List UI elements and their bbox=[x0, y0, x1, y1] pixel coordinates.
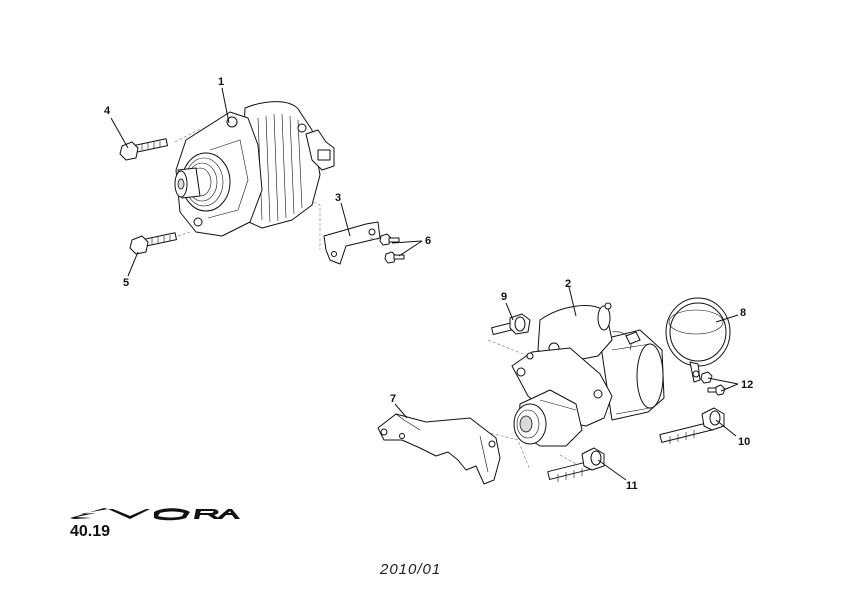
callout-2: 2 bbox=[565, 278, 571, 290]
callout-8: 8 bbox=[740, 307, 746, 319]
evora-logo bbox=[70, 508, 240, 521]
bolt-10-part bbox=[659, 407, 725, 444]
bolt-4-part bbox=[119, 138, 168, 161]
callout-3: 3 bbox=[335, 192, 341, 204]
page-number: 40.19 bbox=[70, 523, 111, 540]
leader-lines bbox=[110, 87, 739, 481]
callout-labels: 1 2 3 4 5 6 7 8 9 10 11 12 bbox=[104, 76, 753, 492]
callout-6: 6 bbox=[425, 235, 431, 247]
alternator-part bbox=[174, 101, 335, 250]
clamp-band-8-part bbox=[665, 297, 731, 383]
callout-10: 10 bbox=[738, 436, 750, 448]
bracket-7-part bbox=[377, 413, 501, 485]
bolt-11-part bbox=[547, 447, 605, 482]
starter-motor-part bbox=[485, 302, 665, 471]
screws-12-part bbox=[700, 371, 726, 396]
callout-11: 11 bbox=[626, 480, 638, 492]
bracket-3-part bbox=[323, 221, 381, 265]
callout-1: 1 bbox=[218, 76, 224, 88]
bolt-9-part bbox=[491, 313, 531, 336]
callout-7: 7 bbox=[390, 393, 396, 405]
callout-4: 4 bbox=[104, 105, 111, 117]
bolt-5-part bbox=[129, 232, 177, 255]
callout-12: 12 bbox=[741, 379, 753, 391]
bolts-6-part bbox=[369, 233, 405, 264]
date-code: 2010/01 bbox=[380, 561, 442, 578]
callout-5: 5 bbox=[123, 277, 129, 289]
callout-9: 9 bbox=[501, 291, 507, 303]
